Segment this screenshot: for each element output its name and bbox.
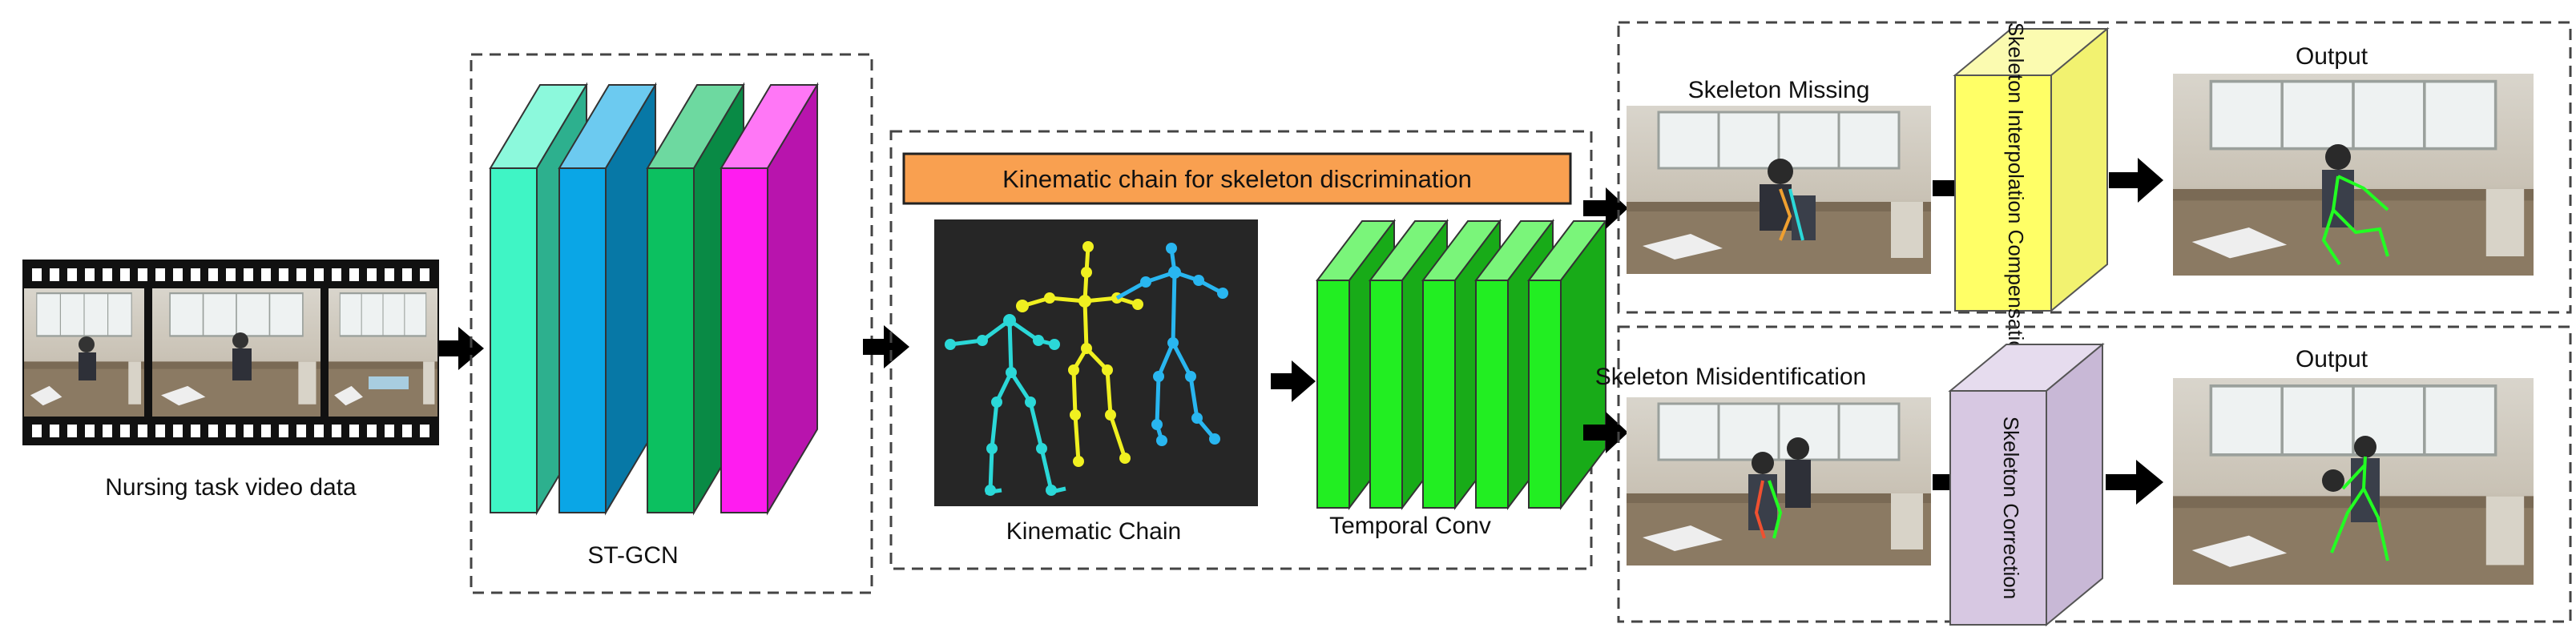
kinematic-banner-text: Kinematic chain for skeleton discriminat… (1002, 165, 1472, 193)
correction-block (1948, 342, 2105, 627)
sprocket-hole (67, 268, 77, 281)
sprocket-hole (173, 268, 183, 281)
sprocket-hole (208, 268, 218, 281)
sprocket-hole (138, 425, 147, 437)
sprocket-hole (296, 268, 306, 281)
sprocket-hole (385, 425, 394, 437)
sprocket-hole (32, 268, 42, 281)
sprocket-hole (50, 268, 59, 281)
sprocket-hole (226, 268, 236, 281)
sprocket-hole (367, 268, 377, 281)
correction-block-text: Skeleton Correction (1999, 417, 2023, 599)
skeleton-blue (1115, 243, 1228, 446)
stgcn-label: ST-GCN (587, 542, 678, 569)
arrow-to-stgcn (439, 327, 484, 370)
sprocket-hole (103, 268, 112, 281)
sprocket-hole (50, 425, 59, 437)
sprocket-hole (385, 268, 394, 281)
sprocket-hole (120, 268, 130, 281)
sprocket-hole (155, 425, 165, 437)
sprocket-hole (332, 425, 341, 437)
film-frame-3 (329, 288, 437, 417)
sprocket-hole (279, 425, 288, 437)
sprocket-hole (244, 425, 253, 437)
sprocket-hole (314, 268, 324, 281)
temporal-conv-layer-5 (1526, 219, 1608, 510)
skeleton-yellow (1016, 241, 1143, 467)
sprocket-hole (261, 425, 271, 437)
stgcn-layer-4 (720, 82, 819, 516)
sprocket-hole (208, 425, 218, 437)
output-frame-1 (2173, 74, 2534, 276)
sprocket-hole (367, 425, 377, 437)
stgcn-layer-1 (489, 82, 588, 516)
interpolation-block-text: Skeleton Interpolation Compensation (2004, 22, 2028, 364)
sprocket-hole (173, 425, 183, 437)
sprocket-hole (244, 268, 253, 281)
sprocket-hole (103, 425, 112, 437)
sprocket-hole (191, 425, 200, 437)
output-frame-2 (2173, 378, 2534, 585)
kinematic-chain-label: Kinematic Chain (1006, 518, 1181, 545)
sprocket-hole (349, 268, 359, 281)
sprocket-hole (138, 268, 147, 281)
stgcn-layer-stack (489, 82, 819, 516)
kinematic-banner (902, 152, 1572, 205)
skeleton-cyan (945, 314, 1066, 496)
arrow-to-missing-branch (1583, 187, 1628, 229)
interpolation-block (1953, 26, 2110, 313)
sprocket-hole (226, 425, 236, 437)
arrow-to-temporal (1271, 360, 1316, 402)
sprocket-hole (314, 425, 324, 437)
output-title-2: Output (2296, 346, 2368, 372)
sprocket-hole (402, 268, 412, 281)
sprocket-hole (332, 268, 341, 281)
misid-input-frame (1627, 397, 1931, 566)
film-sprocket-holes-top (32, 268, 429, 281)
temporal-conv-stack (1315, 219, 1608, 510)
sprocket-hole (402, 425, 412, 437)
sprocket-hole (85, 268, 95, 281)
missing-dashed-box (1617, 21, 2572, 314)
sprocket-hole (120, 425, 130, 437)
sprocket-hole (67, 425, 77, 437)
arrow-to-misid-branch (1583, 412, 1628, 453)
sprocket-hole (191, 268, 200, 281)
input-label: Nursing task video data (105, 474, 357, 501)
kinematic-chain-panel (934, 219, 1258, 506)
sprocket-hole (420, 268, 429, 281)
film-strip (22, 260, 439, 445)
arrow-block-to-output-1 (2109, 158, 2163, 203)
missing-title: Skeleton Missing (1688, 77, 1870, 103)
kinematic-dashed-box (889, 130, 1593, 570)
film-sprocket-holes-bottom (32, 425, 429, 437)
missing-input-frame (1627, 106, 1931, 274)
film-frame-2 (152, 288, 320, 417)
arrow-block-to-output-2 (2106, 460, 2163, 505)
misid-dashed-box (1617, 325, 2572, 623)
sprocket-hole (279, 268, 288, 281)
arrow-to-kinematic (863, 325, 909, 368)
sprocket-hole (420, 425, 429, 437)
stgcn-layer-2 (558, 82, 657, 516)
sprocket-hole (155, 268, 165, 281)
sprocket-hole (261, 268, 271, 281)
sprocket-hole (85, 425, 95, 437)
misid-title: Skeleton Misidentification (1595, 364, 1867, 390)
sprocket-hole (296, 425, 306, 437)
stgcn-dashed-box (470, 53, 873, 594)
temporal-conv-label: Temporal Conv (1329, 513, 1491, 539)
sprocket-hole (32, 425, 42, 437)
output-title-1: Output (2296, 43, 2368, 70)
film-frame-1 (24, 288, 144, 417)
sprocket-hole (349, 425, 359, 437)
